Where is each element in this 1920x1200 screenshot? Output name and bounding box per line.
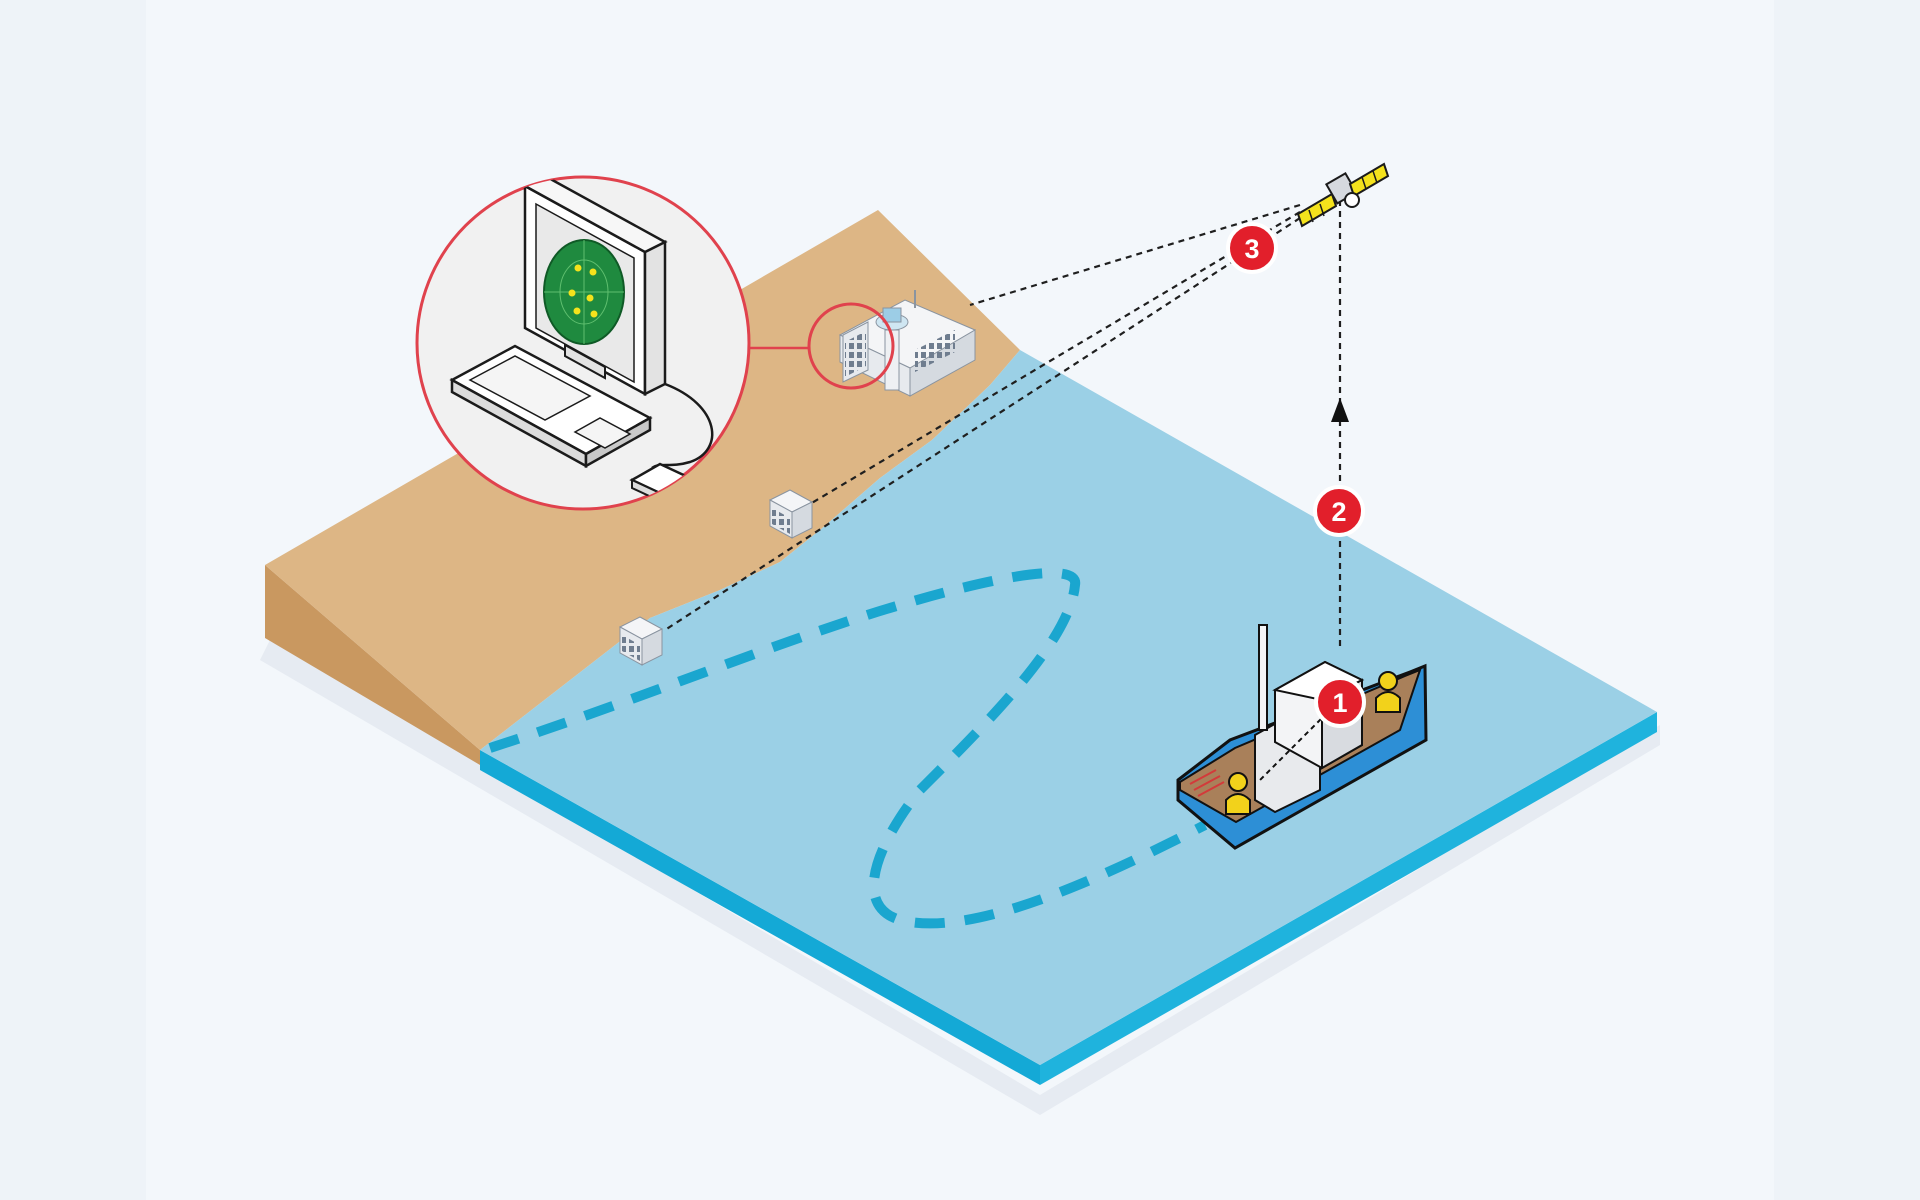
fishing-route-path (488, 568, 1208, 929)
crew-member-icon (1225, 772, 1251, 815)
downlink-line-station-1 (664, 217, 1301, 631)
callout-target-ring (807, 302, 895, 390)
callout-magnifier (415, 175, 751, 511)
step-number-3: 3 (1244, 234, 1259, 264)
downlink-line-station-2 (799, 211, 1301, 511)
keyboard-icon (449, 344, 653, 469)
boat-cargo (1189, 769, 1225, 797)
sea-top-face (480, 350, 1657, 1065)
building-icon (768, 489, 814, 539)
step-number-1: 1 (1332, 688, 1347, 718)
arrow-up-icon (1331, 398, 1349, 422)
computer-monitor-icon (522, 177, 668, 397)
sea-block (480, 350, 1657, 1085)
step-badge-2: 2 (1313, 485, 1365, 537)
sea-right-edge (1040, 712, 1657, 1085)
downlink-line-tower (969, 203, 1301, 307)
land-side-face (265, 565, 480, 765)
signal-lines (664, 200, 1342, 650)
crew-member-icon (1375, 671, 1401, 713)
building-icon (618, 616, 664, 666)
sea-front-edge (480, 750, 1040, 1085)
radar-vessel-dots (568, 264, 598, 318)
boat-mast (1258, 624, 1268, 731)
step-badge-3: 3 (1226, 222, 1278, 274)
step-badge-1: 1 (1314, 676, 1366, 728)
step-number-2: 2 (1331, 497, 1346, 527)
satellite-icon (1296, 162, 1390, 228)
